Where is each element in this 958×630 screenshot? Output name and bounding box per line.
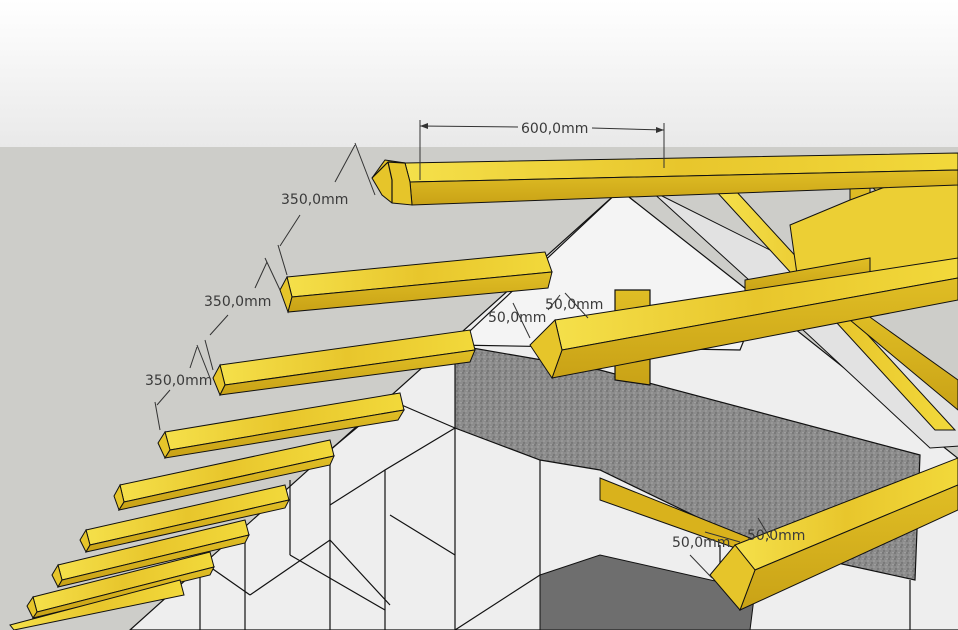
wall-opening <box>539 554 756 630</box>
dim-label-600: 600,0mm <box>521 121 588 137</box>
dim-label-lower-width: 50,0mm <box>672 535 730 551</box>
lower-purlin <box>709 457 958 611</box>
dim-label-350-bottom: 350,0mm <box>145 373 212 389</box>
sky-background <box>0 0 958 147</box>
dimension-lines <box>154 120 771 579</box>
upper-purlin <box>529 257 958 380</box>
dim-label-lower-height: 50,0mm <box>747 528 805 544</box>
dim-label-350-top: 350,0mm <box>281 192 348 208</box>
eave-rafters <box>9 251 553 630</box>
dim-label-upper-width: 50,0mm <box>545 297 603 313</box>
dim-label-350-middle: 350,0mm <box>204 294 271 310</box>
ridge-beam <box>371 152 958 206</box>
dim-label-upper-height: 50,0mm <box>488 310 546 326</box>
